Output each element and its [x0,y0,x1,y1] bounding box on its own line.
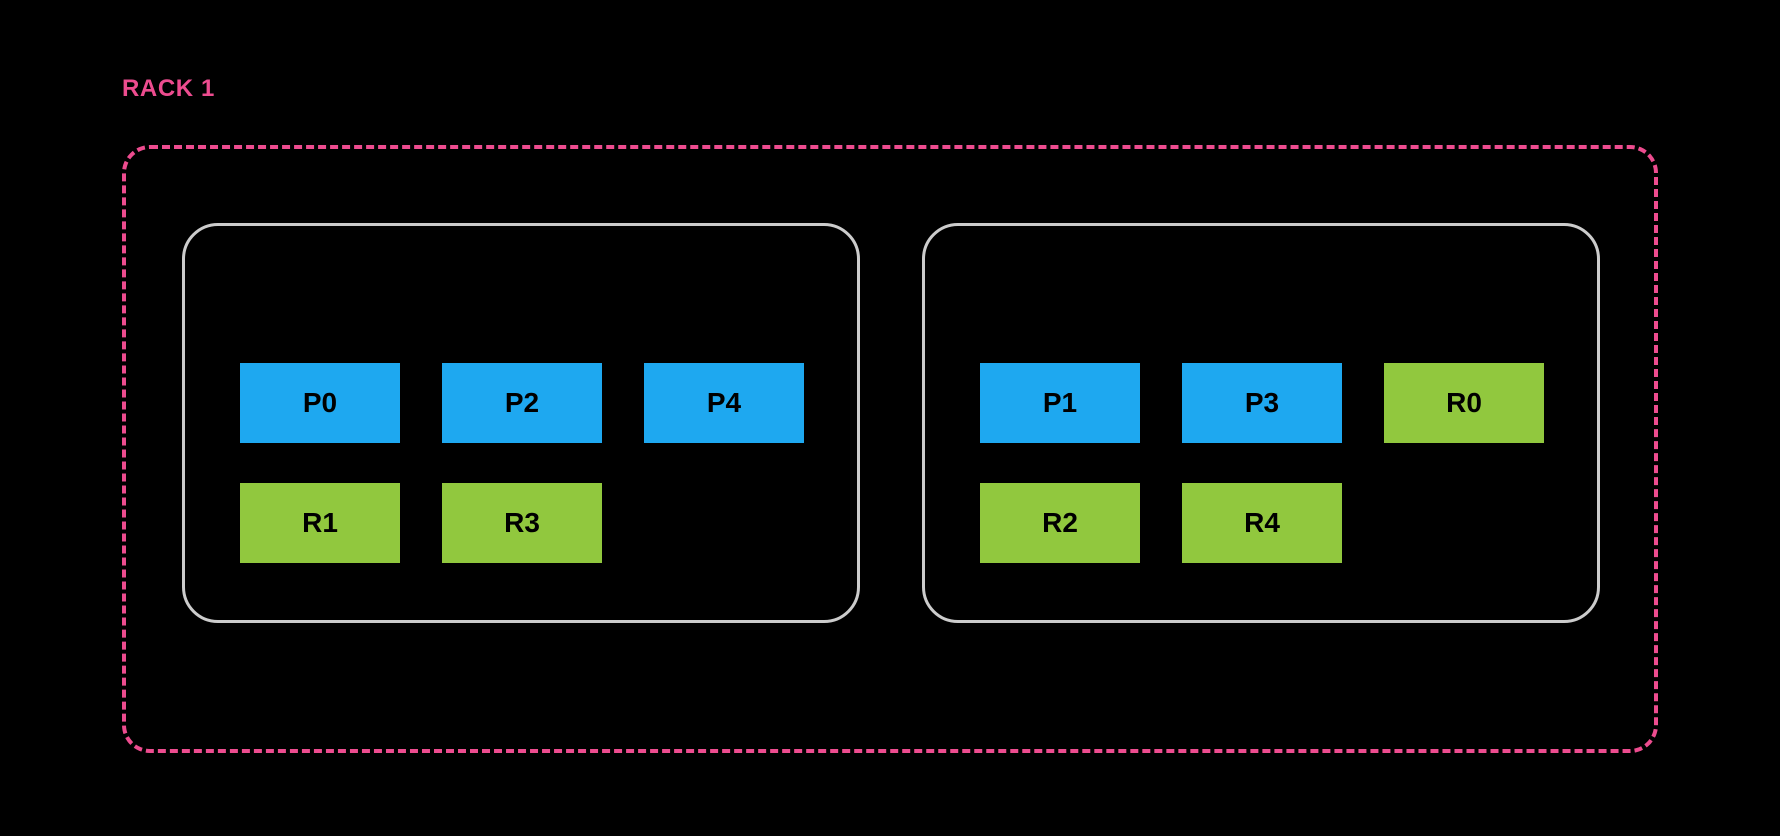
shard-cell-p1[interactable]: P1 [980,363,1140,443]
node-box-2 [922,223,1600,623]
shard-cell-p3[interactable]: P3 [1182,363,1342,443]
shard-cell-label: P0 [302,387,338,418]
shard-cell-label: R0 [1446,387,1482,418]
shard-cell-label: P4 [706,387,742,418]
shard-cell-p4[interactable]: P4 [644,363,804,443]
shard-cell-label: P1 [1042,387,1078,418]
shard-cell-r3[interactable]: R3 [442,483,602,563]
shard-cell-p2[interactable]: P2 [442,363,602,443]
shard-cell-label: R3 [504,507,540,538]
shard-cell-r0[interactable]: R0 [1384,363,1544,443]
shard-cell-label: R2 [1042,507,1078,538]
shard-cell-label: R4 [1244,507,1280,538]
shard-cell-r4[interactable]: R4 [1182,483,1342,563]
rack-boundary [122,145,1658,753]
shard-cell-p0[interactable]: P0 [240,363,400,443]
shard-cell-r2[interactable]: R2 [980,483,1140,563]
shard-cell-label: P2 [504,387,540,418]
shard-cell-label: P3 [1244,387,1280,418]
shard-cell-r1[interactable]: R1 [240,483,400,563]
node-box-1 [182,223,860,623]
shard-cell-label: R1 [302,507,338,538]
rack-label: RACK 1 [122,75,215,102]
